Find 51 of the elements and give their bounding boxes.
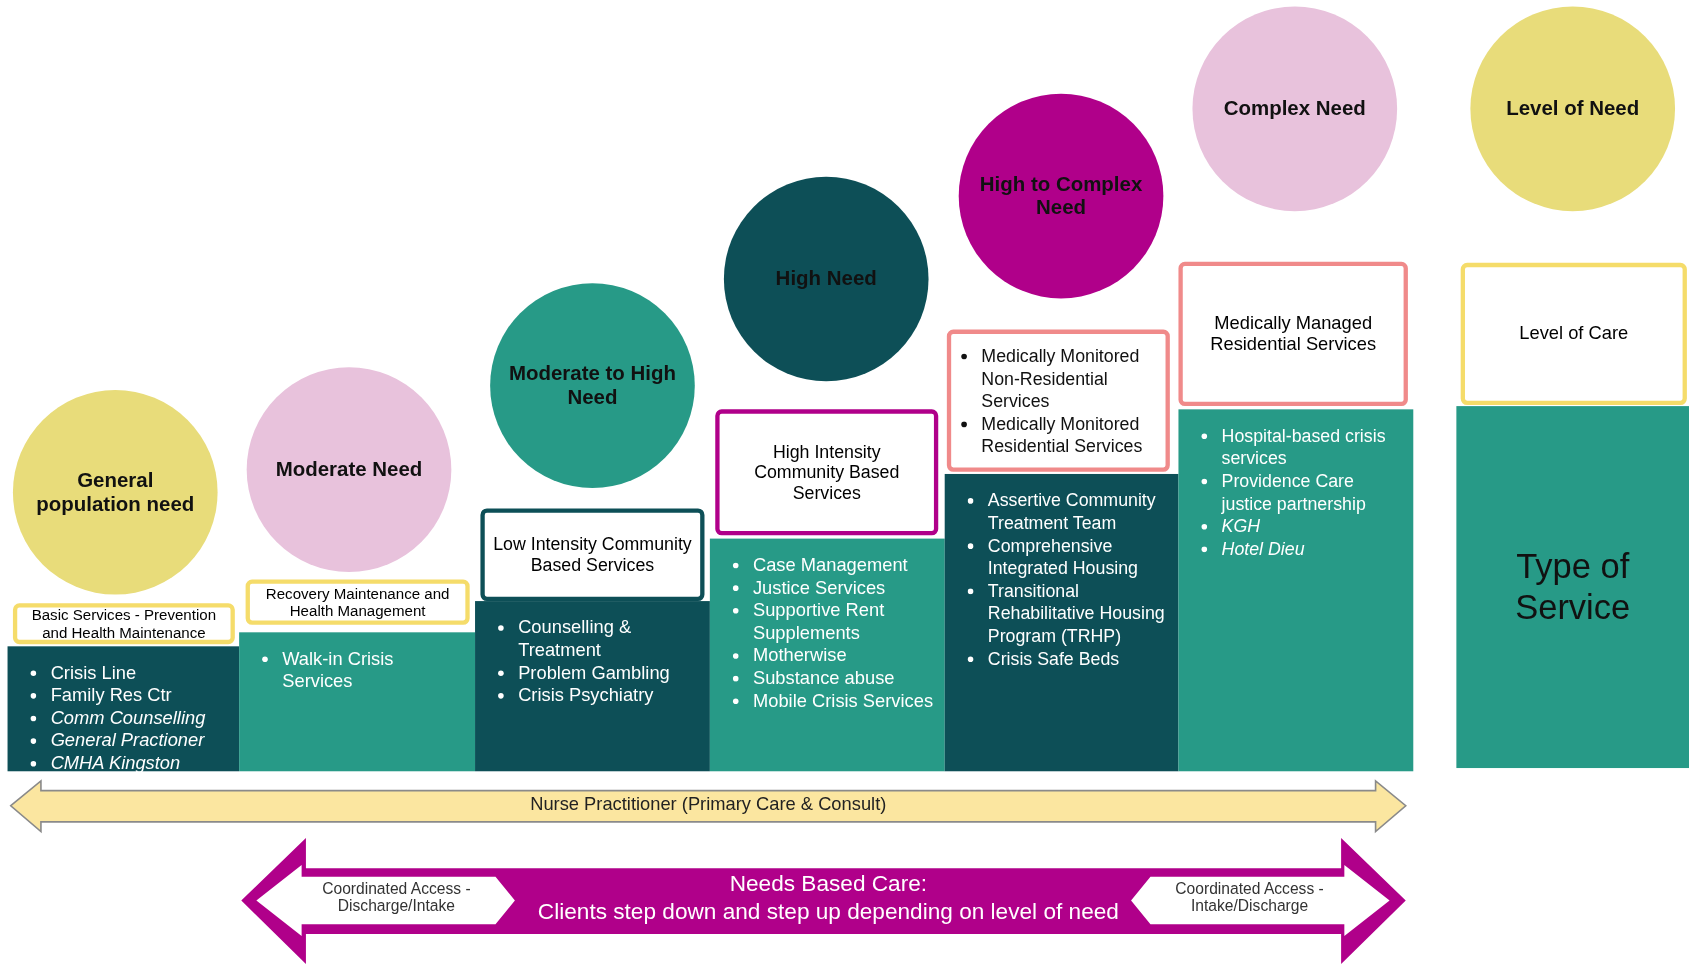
care-level-box: Low Intensity Community Based Services — [480, 508, 705, 602]
list-item: Case Management — [752, 554, 908, 576]
list-item: Crisis Safe Beds — [987, 648, 1120, 668]
list-item: Hospital-based crisis services — [1221, 425, 1386, 468]
list-item: Motherwise — [752, 645, 847, 666]
list-item: Supportive Rent Supplements — [752, 600, 885, 644]
list-item: Assertive Community Treatment Team — [987, 490, 1156, 533]
service-column — [1178, 409, 1414, 772]
service-column — [7, 646, 240, 772]
care-level-box: Level of Care — [1460, 262, 1687, 406]
list-item: Counselling & Treatment — [518, 617, 632, 661]
service-column — [709, 538, 945, 772]
list-item: Comm Counselling — [50, 707, 206, 729]
care-level-box — [946, 329, 1170, 472]
list-item: Problem Gambling — [518, 662, 670, 683]
list-item: Crisis Line — [50, 662, 137, 683]
need-circle: Moderate Need — [246, 367, 452, 572]
need-circle: Level of Need — [1470, 6, 1676, 212]
list-item: Comprehensive Integrated Housing — [987, 535, 1138, 578]
list-item: KGH — [1221, 516, 1261, 536]
need-circle: General population need — [12, 389, 218, 595]
care-level-box: Recovery Maintenance and Health Management — [245, 579, 470, 625]
care-level-box: Medically Managed Residential Services — [1178, 261, 1408, 407]
list-item: Mobile Crisis Services — [752, 690, 934, 711]
list-item: Providence Care justice partnership — [1221, 470, 1366, 513]
need-circle: High to Complex Need — [958, 93, 1164, 299]
list-item: Crisis Psychiatry — [518, 685, 654, 706]
arrow-label: Clients step down and step up depending on level of need — [536, 898, 1120, 925]
list-item: Family Res Ctr — [50, 685, 172, 706]
care-level-box: High Intensity Community Based Services — [715, 409, 939, 536]
service-column — [475, 601, 710, 772]
arrow-label: Nurse Practitioner (Primary Care & Consult) — [529, 793, 888, 816]
list-item: CMHA Kingston — [50, 752, 181, 774]
need-circle: Complex Need — [1192, 6, 1398, 212]
need-circle: High Need — [723, 176, 929, 382]
list-item: Substance abuse — [752, 667, 895, 689]
service-column — [239, 632, 476, 772]
list-item: Justice Services — [752, 577, 886, 598]
list-item: Medically Monitored Residential Services — [981, 413, 1143, 456]
need-circle: Moderate to High Need — [490, 283, 695, 488]
arrow-heading: Needs Based Care: — [728, 870, 929, 897]
care-level-box: Basic Services - Prevention and Health Maintenance — [12, 603, 235, 645]
list-item: Transitional Rehabilitative Housing Program (TRHP) — [987, 580, 1165, 646]
list-item: General Practioner — [50, 730, 205, 751]
arrow-label: Coordinated Access - Intake/Discharge — [1174, 880, 1325, 915]
list-item: Hotel Dieu — [1221, 538, 1305, 558]
arrow-label: Coordinated Access - Discharge/Intake — [321, 880, 472, 915]
service-column: Type of Service — [1456, 406, 1689, 769]
list-item: Medically Monitored Non-Residential Services — [981, 345, 1140, 410]
list-item: Walk-in Crisis Services — [282, 648, 394, 692]
service-column — [944, 473, 1179, 772]
